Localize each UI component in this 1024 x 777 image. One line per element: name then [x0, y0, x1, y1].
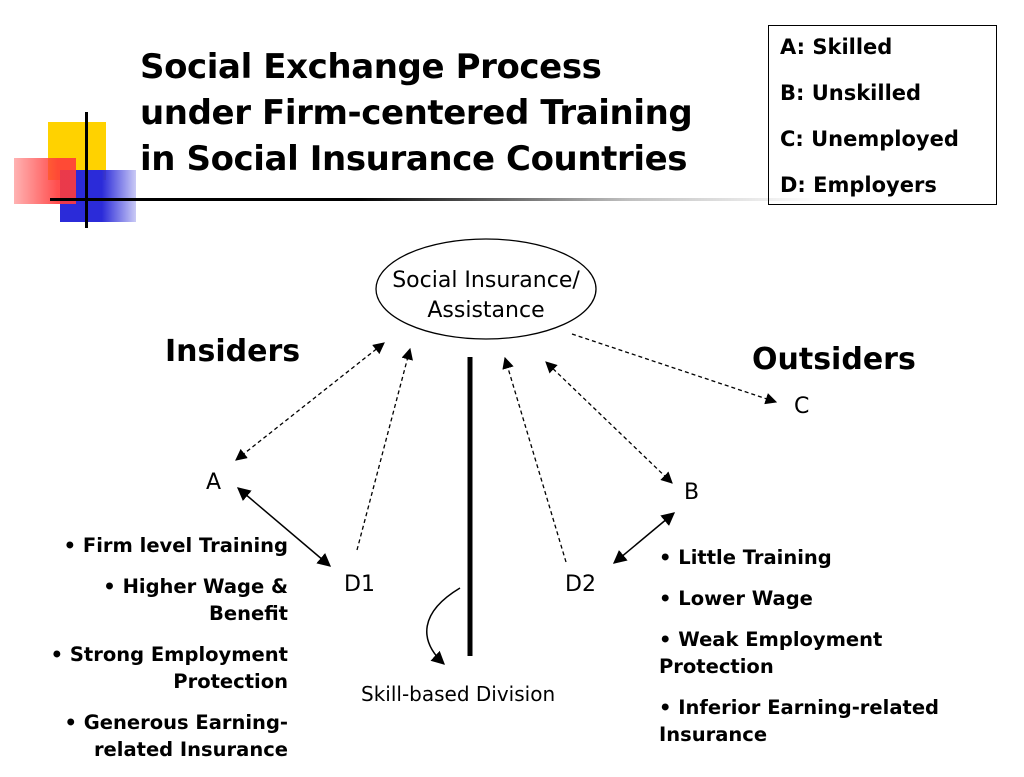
insiders-bullet-item: • Strong Employment Protection — [50, 643, 288, 693]
legend-item-d: D: Employers — [780, 173, 937, 197]
arrow-b-to-center — [545, 361, 673, 484]
node-d2-label: D2 — [565, 572, 596, 597]
legend-item-c: C: Unemployed — [780, 127, 959, 151]
node-d1-label: D1 — [344, 572, 375, 597]
outsiders-bullet-item: • Lower Wage — [659, 587, 813, 610]
division-curved-arrow — [426, 587, 461, 665]
outsiders-bullet-item: • Little Training — [659, 546, 832, 569]
node-a-label: A — [206, 470, 222, 495]
title-line-3: in Social Insurance Countries — [140, 139, 688, 179]
insiders-bullet-item: • Higher Wage & Benefit — [103, 575, 288, 625]
insiders-bullet-item: • Generous Earning- related Insurance — [64, 711, 289, 761]
insiders-bullet-list: • Firm level Training • Higher Wage & Be… — [30, 532, 288, 777]
center-node-line-2: Assistance — [427, 298, 545, 323]
center-node-label: Social Insurance/ Assistance — [376, 266, 596, 326]
decorative-red-square — [14, 158, 76, 204]
arrow-a-to-d1 — [236, 487, 332, 567]
title-line-2: under Firm-centered Training — [140, 93, 693, 133]
center-node-line-1: Social Insurance/ — [392, 268, 580, 293]
outsiders-bullet-item: • Inferior Earning-related Insurance — [659, 696, 940, 746]
node-c-label: C — [794, 394, 810, 419]
outsiders-label: Outsiders — [752, 342, 916, 377]
slide-title: Social Exchange Process under Firm-cente… — [140, 44, 750, 182]
legend-item-b: B: Unskilled — [780, 81, 922, 105]
title-line-1: Social Exchange Process — [140, 47, 602, 87]
division-label: Skill-based Division — [361, 682, 556, 706]
node-b-label: B — [684, 480, 700, 505]
arrow-center-to-c — [571, 333, 778, 405]
insiders-bullet-item: • Firm level Training — [63, 534, 288, 557]
legend-item-a: A: Skilled — [780, 35, 893, 59]
decorative-vertical-line — [85, 112, 88, 228]
arrow-d2-to-center — [502, 356, 567, 563]
arrow-d2-to-b — [612, 512, 676, 564]
arrow-d1-to-center — [356, 347, 413, 551]
insiders-label: Insiders — [165, 334, 301, 369]
outsiders-bullet-list: • Little Training • Lower Wage • Weak Em… — [659, 544, 989, 762]
title-divider-line — [50, 198, 820, 201]
center-node-ellipse — [375, 238, 597, 340]
legend-box: A: Skilled B: Unskilled C: Unemployed D:… — [768, 25, 997, 205]
arrow-a-to-center — [235, 342, 385, 461]
outsiders-bullet-item: • Weak Employment Protection — [659, 628, 883, 678]
